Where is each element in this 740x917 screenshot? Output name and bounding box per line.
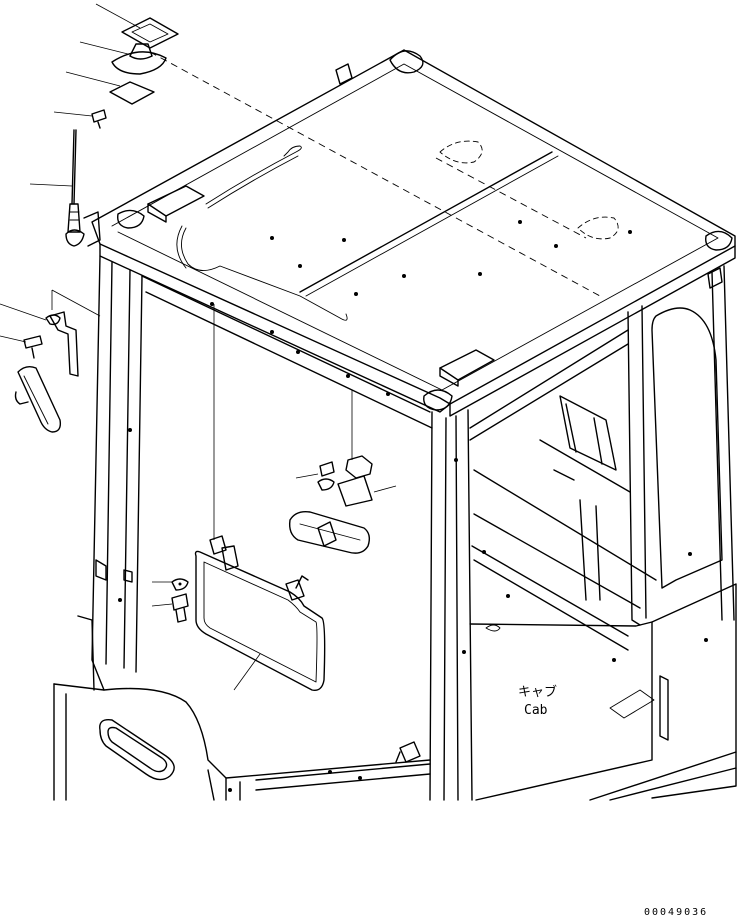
mirror-bolt-icon: [23, 335, 43, 349]
visor-washer-icon: [171, 578, 189, 591]
bolt-icon: [91, 109, 107, 123]
sun-visor-icon: [194, 550, 326, 691]
inner-mirror-assembly: [213, 304, 397, 554]
antenna-base-icon: [111, 51, 167, 75]
sun-visor-assembly: [151, 535, 326, 691]
drawing-code: 00049036: [644, 907, 708, 917]
antenna-assembly: [29, 3, 179, 247]
visor-hinge-icon: [209, 535, 227, 555]
rear-view-mirror-icon: [288, 510, 371, 554]
cab-frame: [53, 255, 737, 801]
visor-bolt-icon: [171, 593, 189, 611]
side-mirror-assembly: [0, 289, 101, 433]
mirror-bracket-icon: [49, 311, 79, 377]
cab-label: キャブ Cab: [518, 684, 557, 718]
cab-label-en: Cab: [524, 703, 548, 718]
cab-roof: [91, 49, 736, 417]
cab-label-jp: キャブ: [518, 684, 557, 700]
antenna-plate-icon: [109, 81, 155, 105]
mirror-mount-icon: [345, 455, 373, 479]
side-mirror-icon: [17, 365, 62, 433]
antenna-gasket-icon: [121, 17, 179, 49]
mount-bolt-icon: [319, 461, 335, 477]
antenna-mast-icon: [71, 129, 75, 205]
